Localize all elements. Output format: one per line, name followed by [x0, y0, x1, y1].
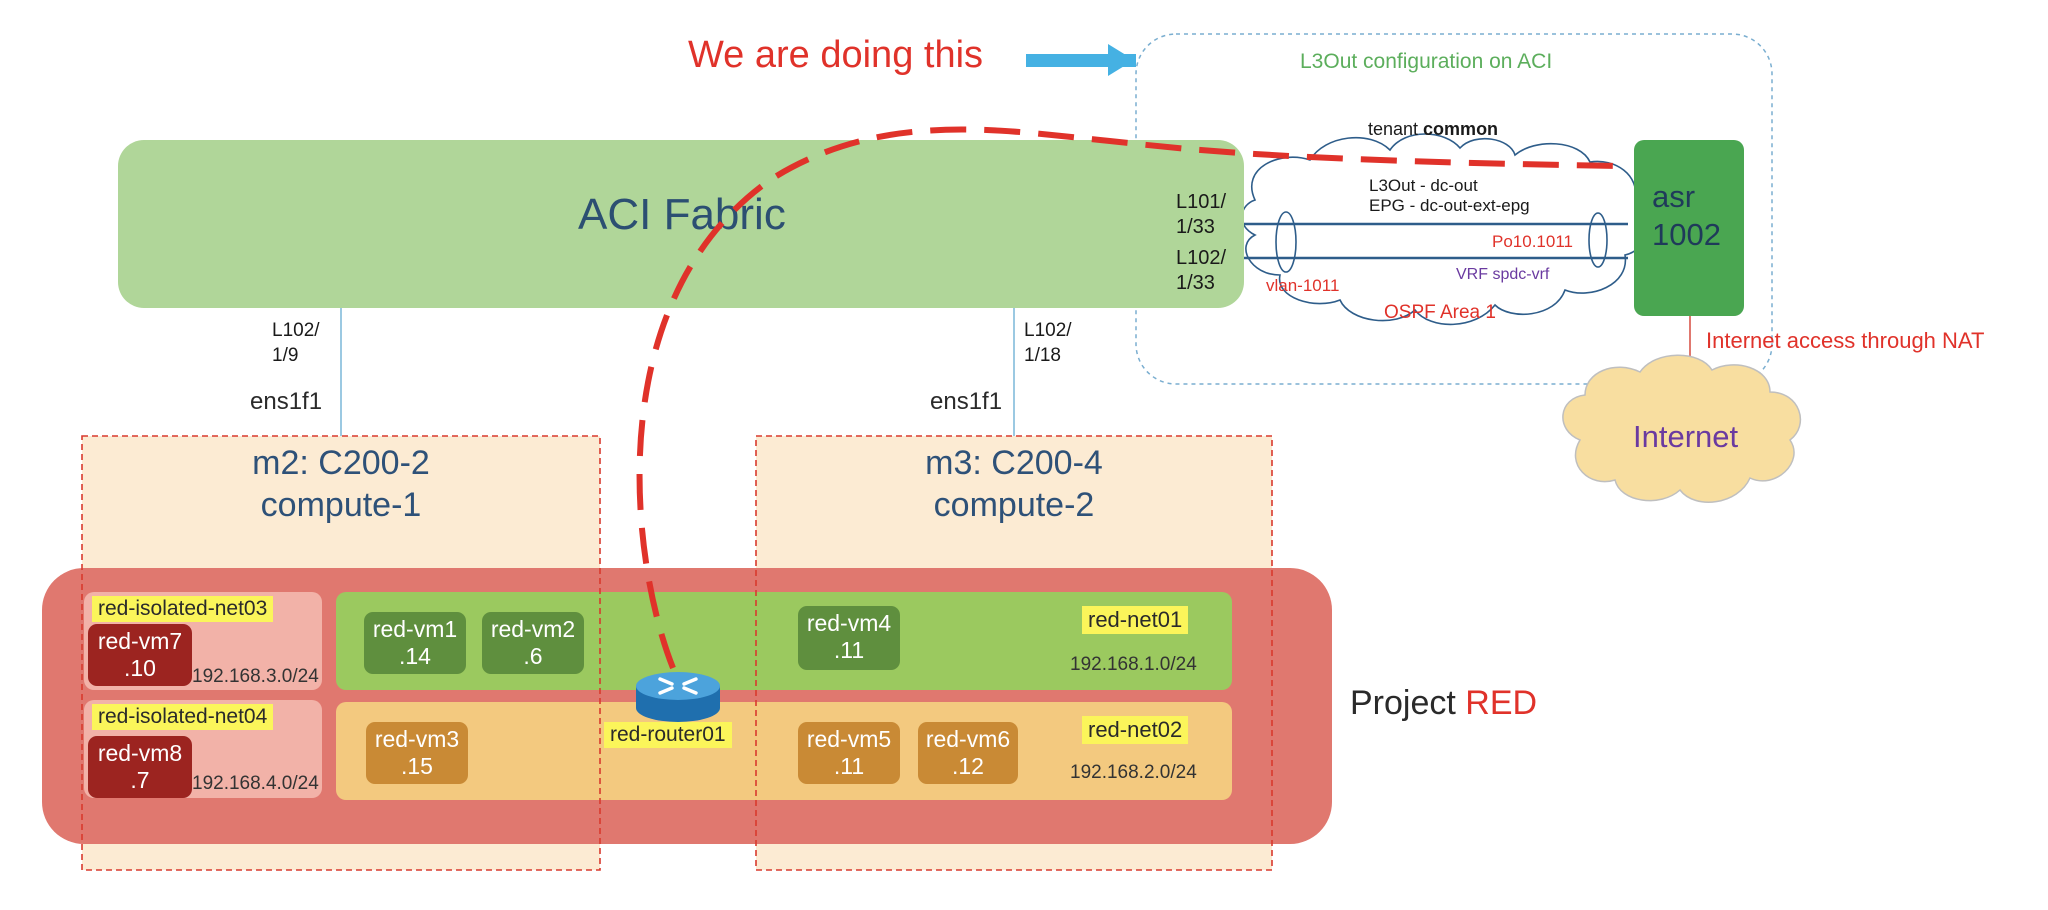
vm-name: red-vm2	[490, 616, 576, 642]
vlan-label: vlan-1011	[1266, 276, 1340, 295]
vm-red-vm4[interactable]: red-vm4 .11	[798, 606, 900, 670]
l3out-title: L3Out configuration on ACI	[1300, 50, 1553, 73]
compute-1-border	[81, 435, 601, 871]
internet-label: Internet	[1633, 419, 1739, 454]
project-name: RED	[1465, 684, 1538, 722]
red-net01-label: red-net01	[1082, 606, 1189, 634]
project-label: Project RED	[1350, 684, 1537, 723]
leaf-port-l101: L101/ 1/33	[1176, 191, 1227, 238]
uplink-port-left: L102/ 1/9	[272, 320, 320, 366]
compute-2-title: m3: C200-4 compute-2	[756, 442, 1272, 526]
vm-red-vm6[interactable]: red-vm6 .12	[918, 722, 1018, 784]
l3out-name: L3Out - dc-out	[1369, 176, 1478, 195]
uplink-port-right: L102/ 1/18	[1024, 320, 1072, 366]
leaf-port-l102: L102/ 1/33	[1176, 247, 1227, 294]
vm-name: red-vm1	[372, 616, 458, 642]
compute-1-name: compute-1	[260, 486, 422, 524]
vm-red-vm1[interactable]: red-vm1 .14	[364, 612, 466, 674]
vm-red-vm3[interactable]: red-vm3 .15	[366, 722, 468, 784]
router-icon[interactable]	[636, 672, 720, 722]
compute-2-host: m3: C200-4	[925, 444, 1103, 482]
red-net02-label: red-net02	[1082, 716, 1189, 744]
portchannel-right	[1588, 212, 1608, 268]
vm-red-vm7[interactable]: red-vm7 .10	[88, 624, 192, 686]
tenant-cloud	[1241, 133, 1651, 326]
asr-label: asr 1002	[1652, 179, 1721, 252]
compute-2-name: compute-2	[933, 486, 1095, 524]
tenant-name: common	[1423, 119, 1499, 139]
uplink-nic-right: ens1f1	[930, 388, 1003, 415]
l3out-epg: EPG - dc-out-ext-epg	[1369, 196, 1530, 215]
asr-router	[1634, 140, 1744, 316]
vrf-label: VRF spdc-vrf	[1456, 266, 1550, 283]
headline: We are doing this	[688, 34, 984, 76]
vm-name: red-vm4	[806, 610, 892, 636]
vm-red-vm2[interactable]: red-vm2 .6	[482, 612, 584, 674]
l3out-path	[636, 126, 1621, 670]
isolated-net03-subnet: 192.168.3.0/24	[192, 666, 319, 687]
vm-name: red-vm7	[97, 628, 183, 654]
red-net02-subnet: 192.168.2.0/24	[1070, 762, 1197, 783]
vm-ip: .6	[523, 643, 543, 669]
vm-name: red-vm8	[97, 740, 183, 766]
compute-2-border	[755, 435, 1273, 871]
router-label: red-router01	[604, 722, 732, 748]
vm-name: red-vm5	[806, 726, 892, 752]
vm-ip: .15	[401, 753, 433, 779]
vm-ip: .11	[833, 753, 865, 779]
isolated-net03-label: red-isolated-net03	[92, 596, 274, 622]
po-label: Po10.1011	[1492, 232, 1573, 251]
vm-ip: .10	[124, 655, 156, 681]
internet-cloud	[1562, 354, 1801, 503]
vm-ip: .14	[399, 643, 431, 669]
vm-red-vm8[interactable]: red-vm8 .7	[88, 736, 192, 798]
vm-ip: .7	[130, 767, 150, 793]
isolated-net04-subnet: 192.168.4.0/24	[192, 773, 319, 794]
vm-ip: .11	[833, 637, 865, 663]
isolated-net04-label: red-isolated-net04	[92, 704, 274, 730]
ospf-label: OSPF Area 1	[1384, 302, 1496, 323]
blue-arrow-icon	[1026, 44, 1136, 76]
portchannel-left	[1275, 211, 1297, 273]
compute-1-host: m2: C200-2	[252, 444, 430, 482]
red-net01-subnet: 192.168.1.0/24	[1070, 654, 1197, 675]
vm-ip: .12	[952, 753, 984, 779]
project-prefix: Project	[1350, 684, 1466, 722]
vm-name: red-vm3	[374, 726, 460, 752]
compute-1-title: m2: C200-2 compute-1	[82, 442, 600, 526]
tenant-label: tenant common	[1368, 119, 1499, 139]
vm-name: red-vm6	[925, 726, 1011, 752]
vm-red-vm5[interactable]: red-vm5 .11	[798, 722, 900, 784]
uplink-nic-left: ens1f1	[250, 388, 323, 415]
internet-access-label: Internet access through NAT	[1706, 328, 1985, 353]
